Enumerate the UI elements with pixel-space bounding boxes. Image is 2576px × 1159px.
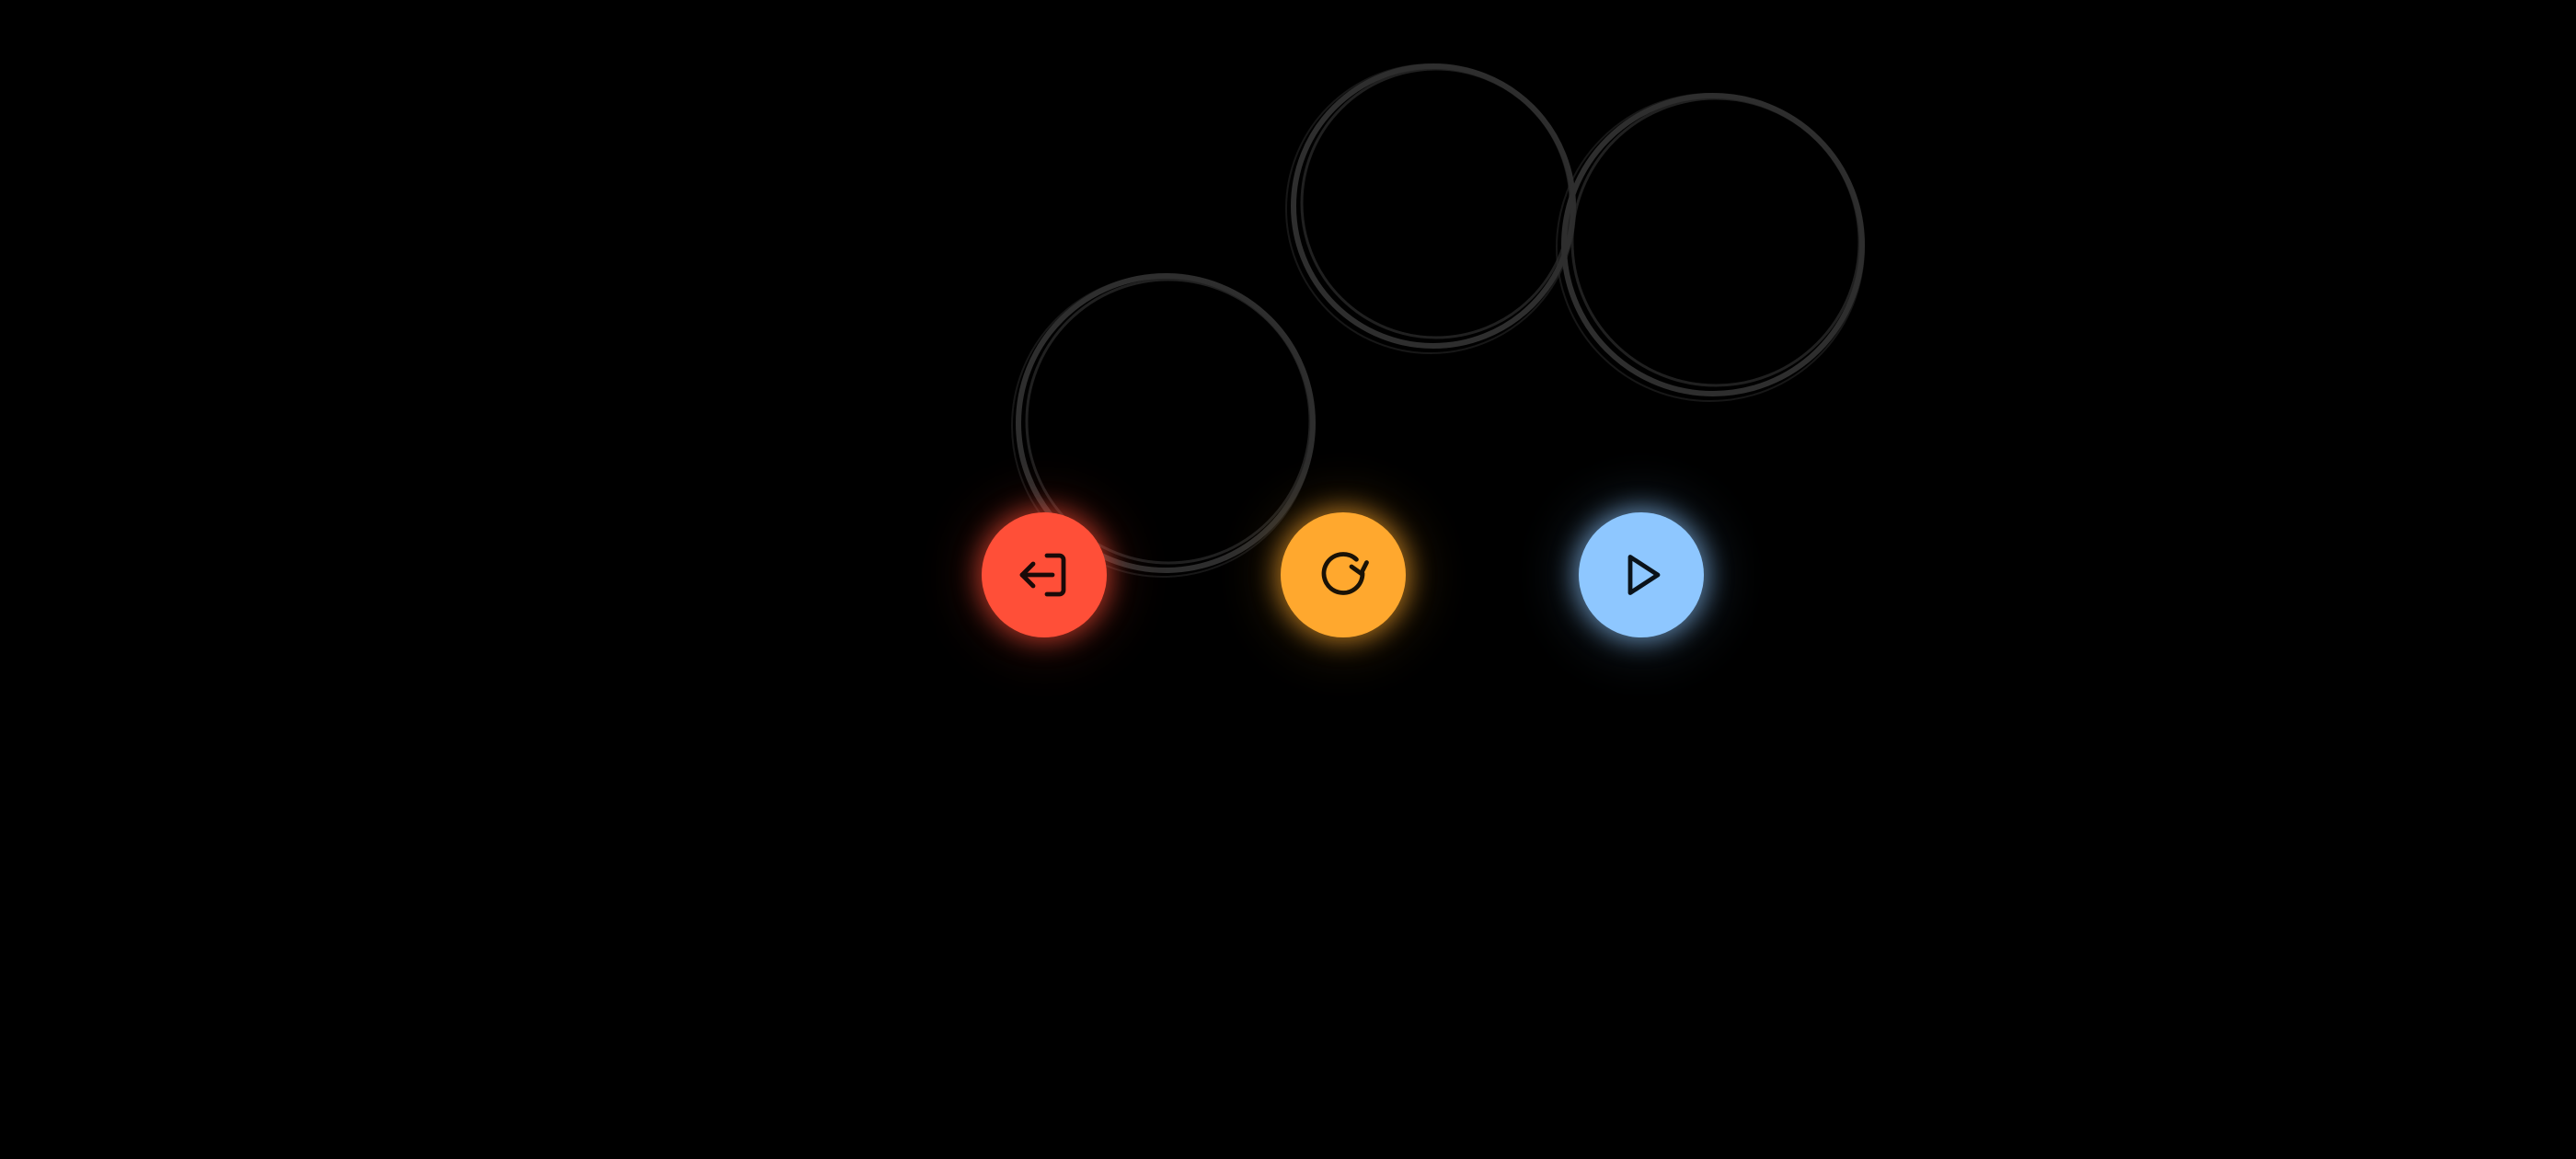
play-button[interactable] — [1579, 512, 1704, 637]
target-ring-1[interactable] — [1011, 273, 1316, 578]
target-ring-3[interactable] — [1556, 93, 1865, 402]
target-ring-2[interactable] — [1285, 63, 1576, 354]
exit-icon — [1019, 553, 1066, 597]
exit-button[interactable] — [982, 512, 1107, 637]
play-icon — [1627, 555, 1661, 595]
restart-button[interactable] — [1281, 512, 1406, 637]
restart-icon — [1321, 552, 1369, 595]
